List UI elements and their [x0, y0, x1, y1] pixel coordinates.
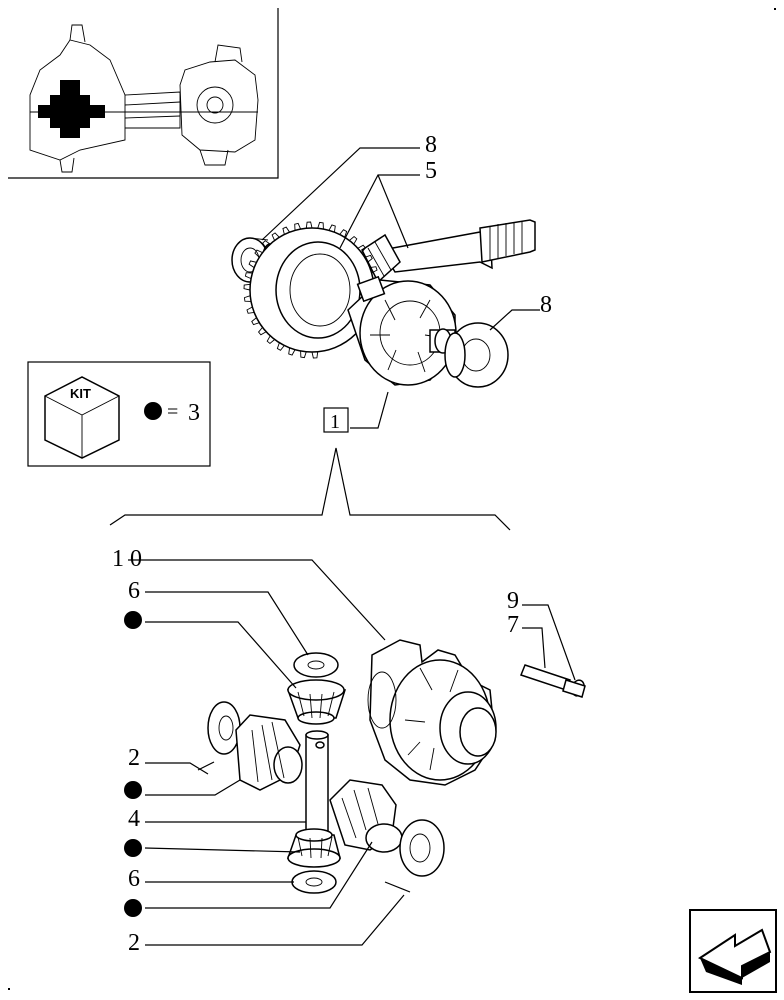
callout-8-top: 8	[425, 132, 437, 158]
ring-gear-tooth	[266, 335, 275, 345]
ring-gear-tooth	[317, 221, 324, 230]
callout-9: 9	[507, 588, 519, 614]
ring-gear-tooth	[305, 221, 313, 229]
callout-7: 7	[507, 612, 519, 638]
ring-gear-tooth	[339, 229, 348, 238]
kit-bullet-icon-2	[124, 781, 142, 799]
ring-gear-tooth	[349, 235, 358, 245]
callout-1: 1	[330, 411, 340, 433]
kit-bullet-icon-1	[124, 611, 142, 629]
callout-2-top: 2	[128, 745, 140, 771]
exploded-differential-parts	[128, 559, 586, 946]
kit-equals: =	[167, 401, 178, 423]
kit-label: KIT	[70, 386, 91, 401]
previous-page-button[interactable]	[689, 909, 777, 993]
ring-gear-tooth	[243, 283, 251, 291]
kit-bullet-icon-4	[124, 899, 142, 917]
kit-count: 3	[188, 400, 200, 426]
callout-10: 1 0	[112, 546, 142, 572]
ring-gear-tooth	[262, 240, 271, 249]
callout-5: 5	[425, 158, 437, 184]
ring-gear-tooth	[328, 224, 336, 233]
corner-mark	[774, 8, 776, 10]
ring-gear-tooth	[357, 244, 367, 253]
ring-gear-tooth	[288, 347, 296, 356]
ring-gear-tooth	[248, 260, 257, 268]
callout-4: 4	[128, 806, 140, 832]
corner-mark	[8, 988, 10, 990]
axle-locator-thumbnail	[8, 8, 279, 179]
kit-bullet-icon-3	[124, 839, 142, 857]
callout-8-right: 8	[540, 292, 552, 318]
callout-6-bottom: 6	[128, 866, 140, 892]
ring-gear-tooth	[294, 222, 302, 231]
ring-gear-tooth	[271, 232, 280, 241]
callout-2-bottom: 2	[128, 930, 140, 956]
callout-1-box	[323, 407, 349, 433]
ring-gear-tooth	[243, 295, 252, 302]
kit-bullet-icon	[144, 402, 162, 420]
ring-gear-tooth	[369, 266, 378, 274]
kit-legend-box	[27, 361, 211, 467]
ring-gear-tooth	[254, 249, 263, 258]
ring-gear-tooth	[257, 327, 267, 336]
explode-bracket	[109, 447, 511, 531]
ring-gear-tooth	[311, 351, 319, 359]
ring-gear-tooth	[246, 306, 255, 314]
ring-gear-tooth	[276, 342, 285, 351]
ring-gear-tooth	[282, 226, 290, 235]
upper-differential-assembly	[231, 147, 540, 429]
ring-gear-tooth	[244, 272, 253, 280]
ring-gear-tooth	[364, 254, 373, 263]
callout-6-top: 6	[128, 578, 140, 604]
ring-gear-tooth	[300, 350, 307, 359]
ring-gear-tooth	[251, 317, 260, 326]
